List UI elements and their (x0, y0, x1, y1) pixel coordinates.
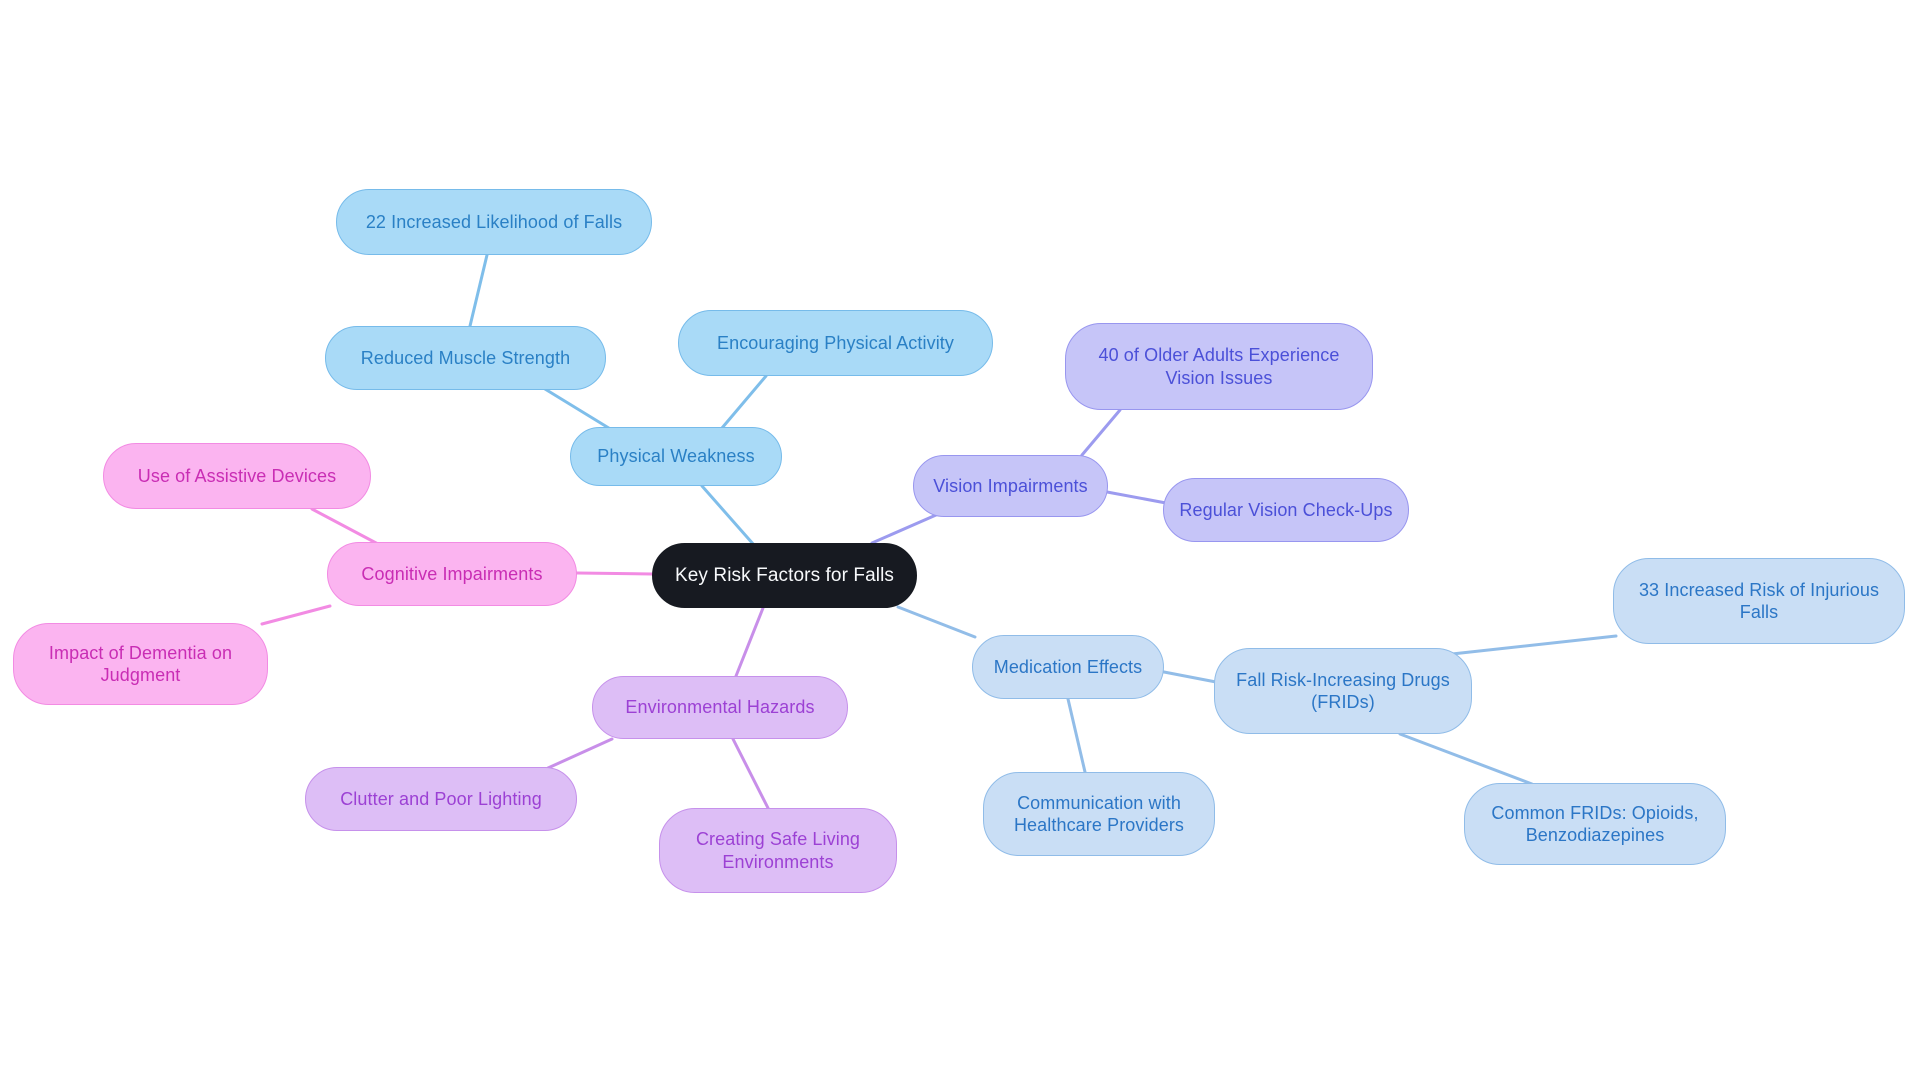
edge-center-medication-effects (896, 605, 977, 639)
edge-assistive-cognitive (310, 507, 380, 546)
edge-cognitive-dementia (260, 604, 332, 626)
edge-center-vision-impairments (870, 513, 938, 545)
node-fall-risk-increasing-drugs[interactable]: Fall Risk-Increasing Drugs (FRIDs) (1214, 648, 1472, 734)
edge-center-cognitive-impairments (575, 571, 654, 576)
edge-medication-communication (1066, 697, 1087, 774)
node-encouraging-physical-activity[interactable]: Encouraging Physical Activity (678, 310, 993, 376)
edge-environmental-clutter (546, 737, 614, 770)
node-clutter-and-poor-lighting[interactable]: Clutter and Poor Lighting (305, 767, 577, 831)
edge-frids-injurious-stat (1450, 634, 1618, 656)
node-use-of-assistive-devices[interactable]: Use of Assistive Devices (103, 443, 371, 509)
node-reduced-muscle-strength[interactable]: Reduced Muscle Strength (325, 326, 606, 390)
node-common-frids[interactable]: Common FRIDs: Opioids, Benzodiazepines (1464, 783, 1726, 865)
edge-encouraging-physical-weakness (720, 374, 768, 430)
edge-likelihood-reduced-muscle (468, 253, 489, 328)
node-vision-issues-stat[interactable]: 40 of Older Adults Experience Vision Iss… (1065, 323, 1373, 410)
node-regular-vision-check-ups[interactable]: Regular Vision Check-Ups (1163, 478, 1409, 542)
node-environmental-hazards[interactable]: Environmental Hazards (592, 676, 848, 739)
node-medication-effects[interactable]: Medication Effects (972, 635, 1164, 699)
node-key-risk-factors-for-falls[interactable]: Key Risk Factors for Falls (652, 543, 917, 608)
node-impact-of-dementia-on-judgment[interactable]: Impact of Dementia on Judgment (13, 623, 268, 705)
node-physical-weakness[interactable]: Physical Weakness (570, 427, 782, 486)
edge-vision-impairments-stat (1080, 408, 1122, 457)
edge-frids-common-frids (1398, 732, 1534, 786)
edge-environmental-safe-living (731, 737, 770, 810)
node-cognitive-impairments[interactable]: Cognitive Impairments (327, 542, 577, 606)
edge-medication-frids (1162, 670, 1218, 684)
node-vision-impairments[interactable]: Vision Impairments (913, 455, 1108, 517)
node-increased-likelihood-of-falls[interactable]: 22 Increased Likelihood of Falls (336, 189, 652, 255)
node-communication-healthcare[interactable]: Communication with Healthcare Providers (983, 772, 1215, 856)
edge-reduced-muscle-physical-weakness (543, 387, 614, 432)
edge-vision-impairments-checkups (1105, 490, 1168, 505)
node-injurious-falls-stat[interactable]: 33 Increased Risk of Injurious Falls (1613, 558, 1905, 644)
edge-center-environmental-hazards (734, 606, 765, 678)
edge-center-physical-weakness (700, 484, 756, 547)
node-creating-safe-living-environments[interactable]: Creating Safe Living Environments (659, 808, 897, 893)
